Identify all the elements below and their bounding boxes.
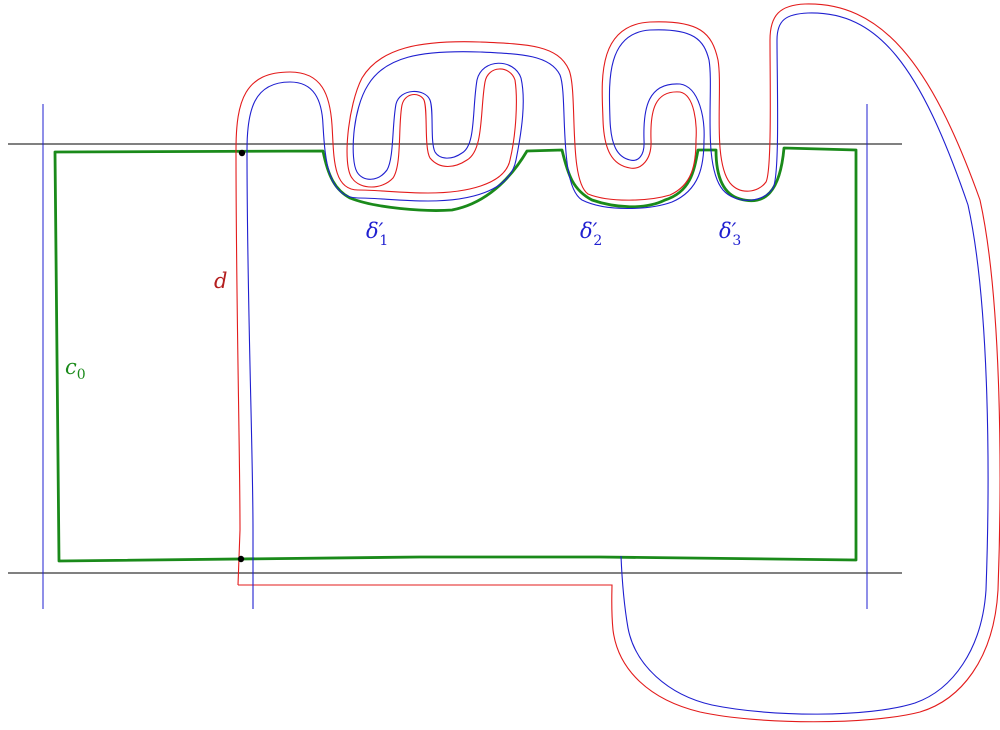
top-intersection-point [238,149,246,157]
curve-d [235,3,1000,723]
label-d: d [214,269,227,293]
bottom-intersection-point [237,555,245,563]
curve-c0 [53,146,858,563]
label-delta-3: δ′3 [719,219,741,249]
label-delta-2: δ′2 [580,219,602,249]
curve-blue [246,12,989,715]
label-delta-1: δ′1 [366,219,388,249]
label-c0: c0 [65,355,86,383]
